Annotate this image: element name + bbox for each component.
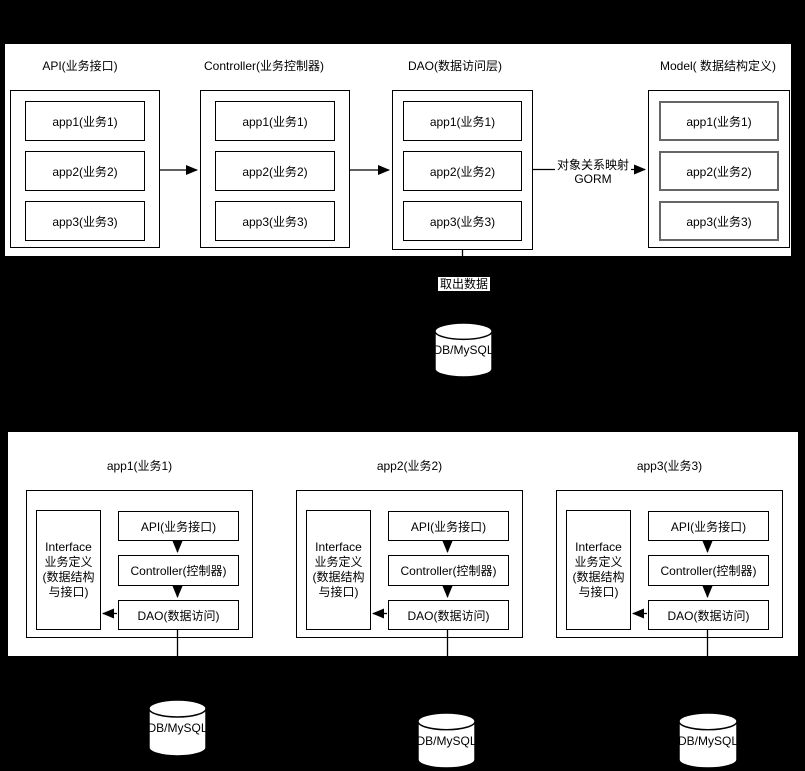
app-box: app1(业务1) — [659, 101, 779, 141]
dao-box: DAO(数据访问) — [118, 600, 239, 630]
app-group-1: Interface 业务定义 (数据结构 与接口) API(业务接口) Cont… — [26, 490, 253, 638]
fetch-data-label: 取出数据 — [437, 277, 491, 291]
controller-column-box: app1(业务1) app2(业务2) app3(业务3) — [200, 90, 350, 248]
app-box: app3(业务3) — [659, 201, 779, 241]
app-group-2: Interface 业务定义 (数据结构 与接口) API(业务接口) Cont… — [296, 490, 523, 638]
app-box: app3(业务3) — [403, 201, 522, 241]
app-box: app2(业务2) — [403, 151, 522, 191]
dao-column-box: app1(业务1) app2(业务2) app3(业务3) — [392, 90, 533, 250]
dao-box: DAO(数据访问) — [388, 600, 509, 630]
app-box: app2(业务2) — [25, 151, 145, 191]
database-icon — [434, 322, 493, 378]
orm-mapping-label-overlay: 对象关系映射 GORM — [554, 158, 632, 186]
database-icon — [148, 699, 207, 757]
api-column-box: app1(业务1) app2(业务2) app3(业务3) — [10, 90, 160, 248]
group-title-app2: app2(业务2) — [376, 459, 443, 473]
api-box: API(业务接口) — [388, 511, 509, 541]
orm-mapping-label-line2: GORM — [574, 172, 612, 186]
app-box: app1(业务1) — [25, 101, 145, 141]
group-title-app1: app1(业务1) — [106, 459, 173, 473]
controller-box: Controller(控制器) — [388, 555, 509, 586]
database-label: DB/MySQL — [433, 343, 494, 357]
column-title-model: Model( 数据结构定义) — [659, 59, 776, 73]
column-title-controller: Controller(业务控制器) — [203, 59, 324, 73]
interface-definition-box: Interface 业务定义 (数据结构 与接口) — [566, 510, 631, 630]
database-cylinder-app1: DB/MySQL — [147, 699, 208, 757]
dao-box: DAO(数据访问) — [648, 600, 769, 630]
column-title-dao: DAO(数据访问层) — [408, 59, 502, 73]
app-box: app2(业务2) — [215, 151, 335, 191]
database-cylinder-app3: DB/MySQL — [678, 712, 738, 769]
controller-box: Controller(控制器) — [648, 555, 769, 586]
api-box: API(业务接口) — [118, 511, 239, 541]
model-column-box: app1(业务1) app2(业务2) app3(业务3) — [648, 90, 790, 248]
app-box: app3(业务3) — [25, 201, 145, 241]
controller-box: Controller(控制器) — [118, 555, 239, 586]
interface-definition-box: Interface 业务定义 (数据结构 与接口) — [36, 510, 101, 630]
database-icon — [678, 712, 738, 769]
app-box: app1(业务1) — [215, 101, 335, 141]
app-box: app3(业务3) — [215, 201, 335, 241]
group-title-app3: app3(业务3) — [636, 459, 703, 473]
app-box: app2(业务2) — [659, 151, 779, 191]
column-title-api: API(业务接口) — [42, 59, 118, 73]
orm-mapping-label-line1: 对象关系映射 — [556, 158, 630, 172]
api-box: API(业务接口) — [648, 511, 769, 541]
app-box: app1(业务1) — [403, 101, 522, 141]
database-label: DB/MySQL — [677, 733, 738, 748]
database-label: DB/MySQL — [416, 733, 477, 748]
database-cylinder-app2: DB/MySQL — [416, 712, 477, 769]
interface-definition-box: Interface 业务定义 (数据结构 与接口) — [306, 510, 371, 630]
database-label: DB/MySQL — [147, 721, 208, 735]
main-database-cylinder: DB/MySQL — [433, 322, 494, 378]
app-group-3: Interface 业务定义 (数据结构 与接口) API(业务接口) Cont… — [556, 490, 783, 638]
database-icon — [417, 712, 476, 769]
